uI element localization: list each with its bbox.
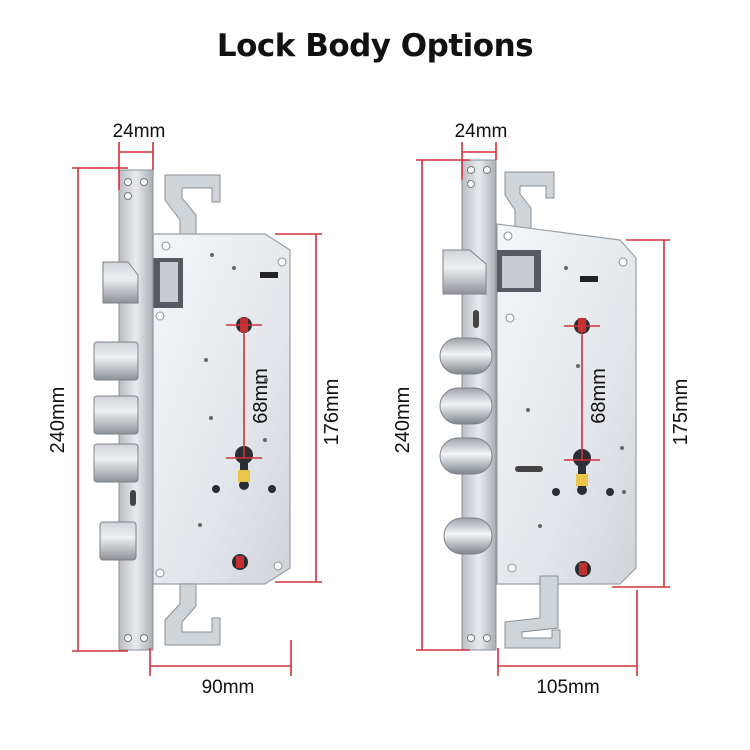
case-depth-label-right: 105mm [536,677,599,698]
case-height-label-left: 176mm [321,379,343,446]
hole-spacing-label-right: 68mm [588,368,610,424]
lock-body-left [93,169,291,651]
dimensions-right [416,142,670,676]
lock-body-right [439,159,637,651]
deadbolts-left [93,341,139,561]
deadbolts-right [439,337,493,555]
total-height-label-right: 240mm [392,387,414,454]
bottom-hook-right [504,575,561,649]
latch-bolt-right [442,249,487,295]
latch-bolt-left [102,261,139,304]
bottom-hook-left [164,583,221,646]
hole-spacing-label-left: 68mm [250,368,272,424]
case-depth-label-left: 90mm [202,677,255,698]
page-title: Lock Body Options [216,28,534,64]
case-height-label-right: 175mm [670,379,692,446]
total-height-label-left: 240mm [47,387,69,454]
faceplate-width-label-left: 24mm [113,121,166,142]
case-right [496,223,637,585]
faceplate-width-label-right: 24mm [455,121,508,142]
top-hook-left [164,174,221,241]
dimensions-left [72,142,322,676]
